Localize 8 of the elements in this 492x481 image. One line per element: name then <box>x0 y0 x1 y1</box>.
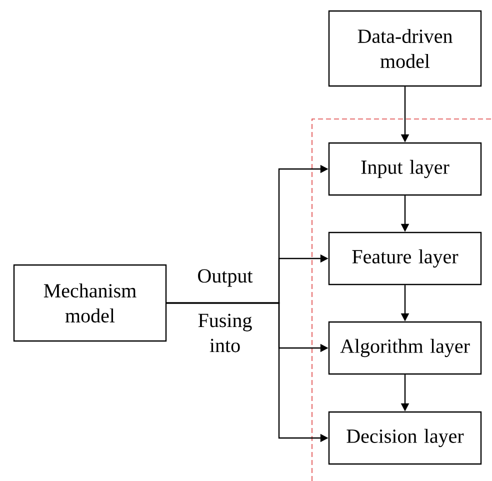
process-box: Mechanism model <box>13 264 167 342</box>
line-label: Output <box>198 269 253 287</box>
process-box: Decision layer <box>328 411 482 465</box>
process-box: Data-driven model <box>328 10 482 87</box>
process-box: Algorithm layer <box>328 321 482 375</box>
line-label: Fusing into <box>198 314 252 352</box>
process-box: Input layer <box>328 142 482 196</box>
process-box: Feature layer <box>328 232 482 286</box>
